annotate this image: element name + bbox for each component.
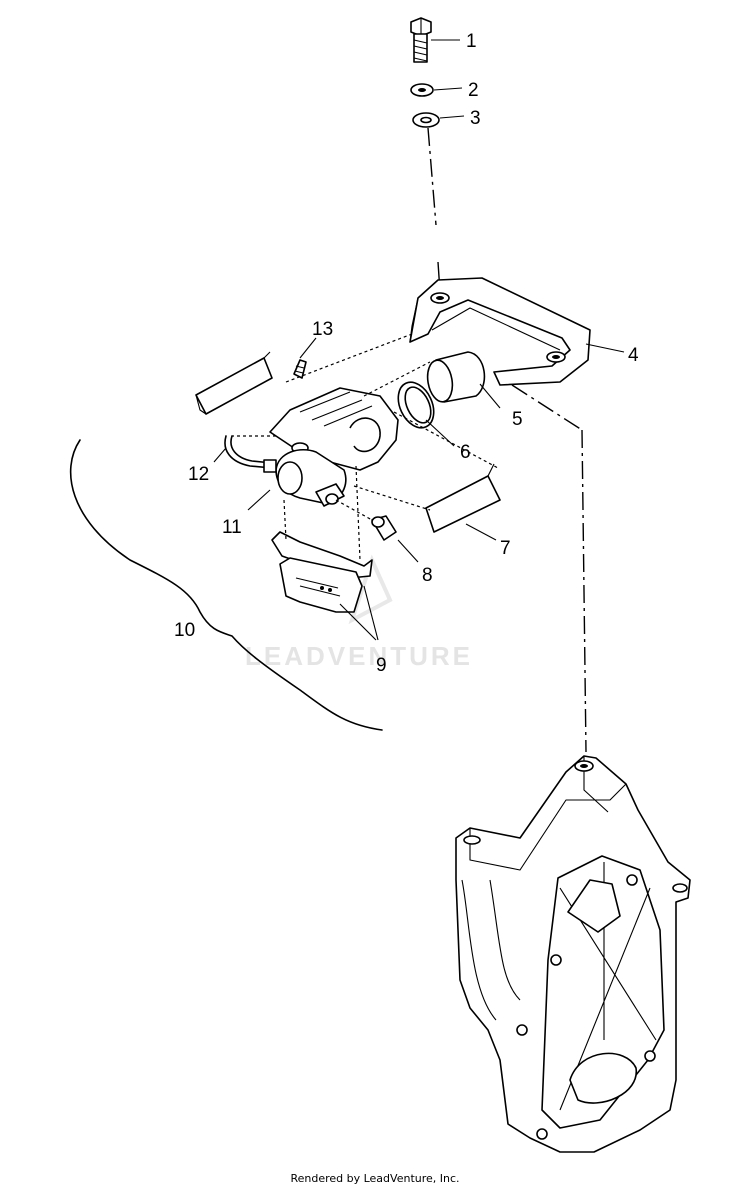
- upper-shim-part: [195, 351, 273, 415]
- fitting-part: [371, 515, 397, 541]
- piston-part: [426, 351, 486, 403]
- brake-pads-part: [271, 531, 373, 613]
- callout-8: 8: [422, 565, 433, 586]
- callout-7: 7: [500, 538, 511, 559]
- callout-12: 12: [188, 464, 209, 485]
- leader-lines: [213, 39, 625, 641]
- piston-seal-part: [397, 381, 435, 429]
- watermark-text: LEADVENTURE: [245, 641, 473, 671]
- leadventure-watermark: LEADVENTURE: [245, 554, 473, 671]
- brake-line-part: [224, 435, 277, 473]
- callout-10: 10: [174, 620, 195, 641]
- callout-3: 3: [470, 108, 481, 129]
- flat-washer-part: [412, 112, 440, 128]
- caliper-body-part: [232, 387, 399, 507]
- callout-11: 11: [222, 517, 242, 538]
- render-credit: Rendered by LeadVenture, Inc.: [290, 1172, 460, 1185]
- callout-1: 1: [466, 31, 477, 52]
- group-brace-10: [69, 439, 383, 731]
- caliper-bracket-part: [409, 277, 591, 386]
- bolt-part: [410, 17, 432, 63]
- assembly-dashed-lines: [283, 333, 499, 561]
- callout-9: 9: [376, 655, 387, 676]
- callout-2: 2: [468, 80, 479, 101]
- callout-13: 13: [312, 319, 333, 340]
- callout-4: 4: [628, 345, 639, 366]
- lower-shim-part: [425, 463, 501, 533]
- bulkhead-housing-part: [455, 755, 691, 1153]
- callout-5: 5: [512, 409, 523, 430]
- lock-washer-part: [410, 83, 434, 97]
- callout-labels: 1 2 3 4 5 6 7 8 9 10 11 12 13: [174, 31, 639, 676]
- callout-6: 6: [460, 442, 471, 463]
